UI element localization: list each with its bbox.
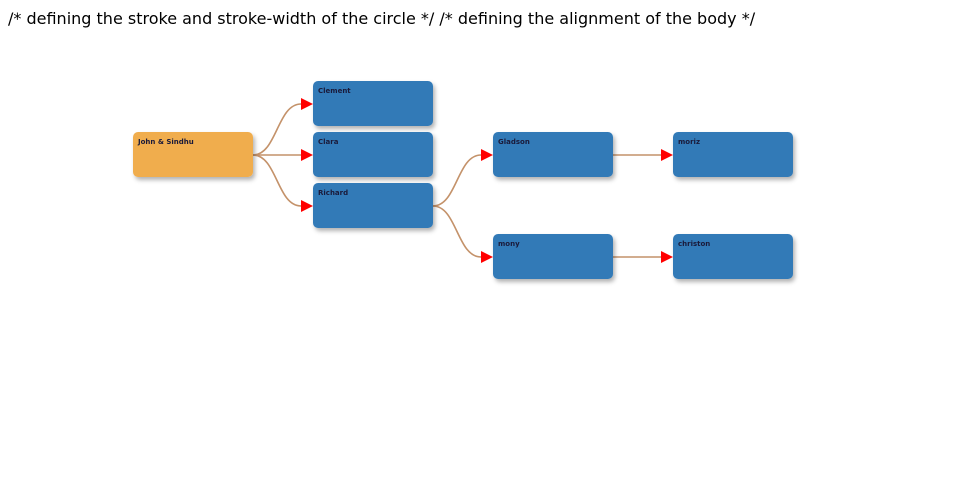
- arrow-head-clara: [301, 149, 313, 161]
- node-gladson[interactable]: Gladson: [493, 132, 613, 177]
- node-label-mony: mony: [498, 240, 520, 248]
- arrow-head-gladson: [481, 149, 493, 161]
- node-label-clement: Clement: [318, 87, 351, 95]
- node-box-root[interactable]: [133, 132, 253, 177]
- arrow-head-christon: [661, 251, 673, 263]
- node-clement[interactable]: Clement: [313, 81, 433, 126]
- node-mony[interactable]: mony: [493, 234, 613, 279]
- node-label-moriz: moriz: [678, 138, 700, 146]
- node-root[interactable]: John & Sindhu: [133, 132, 253, 177]
- node-box-gladson[interactable]: [493, 132, 613, 177]
- node-label-clara: Clara: [318, 138, 339, 146]
- node-christon[interactable]: christon: [673, 234, 793, 279]
- node-box-mony[interactable]: [493, 234, 613, 279]
- node-box-richard[interactable]: [313, 183, 433, 228]
- arrow-head-clement: [301, 98, 313, 110]
- arrow-head-richard: [301, 200, 313, 212]
- link-root-to-richard: [252, 154, 302, 207]
- node-box-christon[interactable]: [673, 234, 793, 279]
- node-label-gladson: Gladson: [498, 138, 530, 146]
- node-box-moriz[interactable]: [673, 132, 793, 177]
- node-clara[interactable]: Clara: [313, 132, 433, 177]
- node-label-richard: Richard: [318, 189, 348, 197]
- arrow-head-moriz: [661, 149, 673, 161]
- node-box-clara[interactable]: [313, 132, 433, 177]
- link-richard-to-gladson: [432, 154, 482, 207]
- link-richard-to-mony: [432, 205, 482, 258]
- node-label-christon: christon: [678, 240, 710, 248]
- node-richard[interactable]: Richard: [313, 183, 433, 228]
- link-root-to-clement: [252, 103, 302, 156]
- arrow-head-mony: [481, 251, 493, 263]
- links-layer: [252, 98, 673, 263]
- node-box-clement[interactable]: [313, 81, 433, 126]
- node-label-root: John & Sindhu: [137, 138, 194, 146]
- page-heading: /* defining the stroke and stroke-width …: [8, 9, 756, 28]
- node-moriz[interactable]: moriz: [673, 132, 793, 177]
